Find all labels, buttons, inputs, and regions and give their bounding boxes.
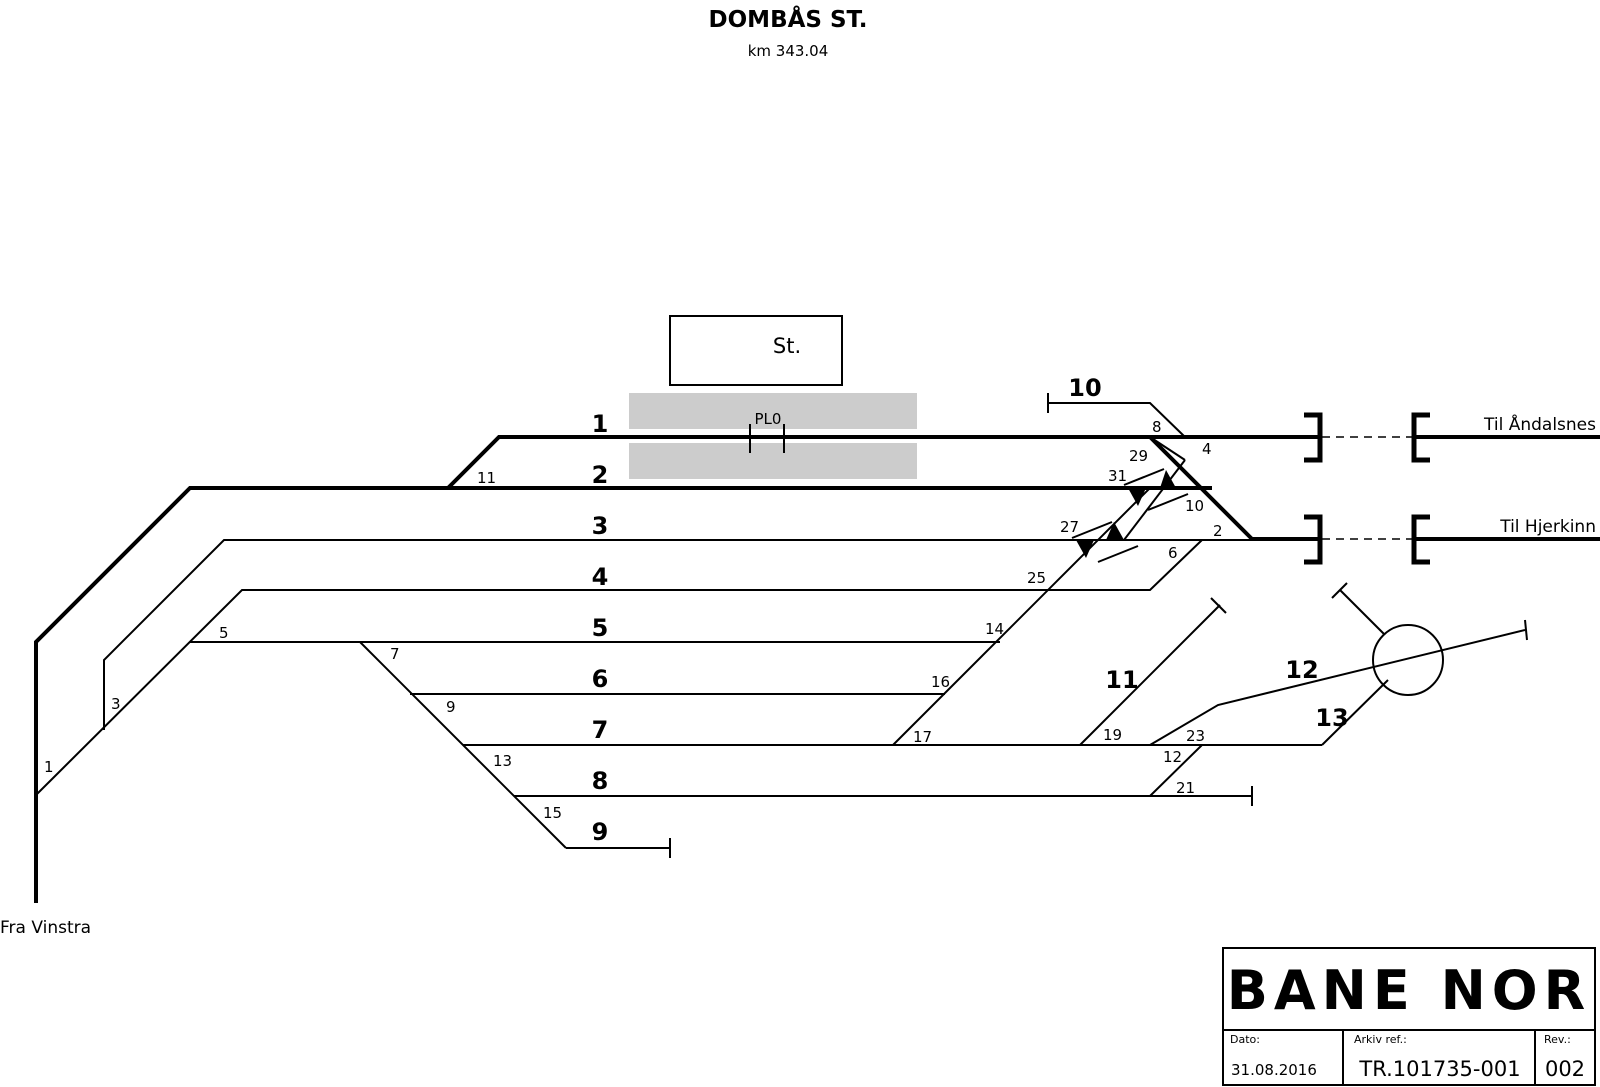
derailer-10-tick xyxy=(1147,493,1189,511)
title-block-frame xyxy=(1222,947,1596,1086)
station-km: km 343.04 xyxy=(748,42,829,60)
company-logo: BANE NOR xyxy=(1227,959,1592,1022)
switch-label-29: 29 xyxy=(1129,447,1148,465)
track-11 xyxy=(1079,604,1221,746)
switch-label-13: 13 xyxy=(493,752,512,770)
crossover-21-23 xyxy=(1149,744,1203,797)
switch-label-14: 14 xyxy=(985,620,1004,638)
track-13 xyxy=(1321,679,1389,746)
track-label-13: 13 xyxy=(1315,704,1348,732)
switch-label-12: 12 xyxy=(1163,748,1182,766)
turntable-stub xyxy=(1339,589,1385,635)
switch-label-8: 8 xyxy=(1152,418,1162,436)
date-label: Dato: xyxy=(1230,1033,1260,1046)
track-label-2: 2 xyxy=(592,461,609,489)
direction-label-hjerkinn: Til Hjerkinn xyxy=(1499,517,1596,537)
crossover-27-29 xyxy=(1123,459,1186,541)
track-label-8: 8 xyxy=(592,767,609,795)
switch-label-1: 1 xyxy=(44,758,54,776)
track-4 xyxy=(35,539,1203,796)
derailer-25-tick xyxy=(1097,545,1139,563)
derailer-31-tick xyxy=(1123,468,1165,486)
switch-label-19: 19 xyxy=(1103,726,1122,744)
derailer-29-right xyxy=(1160,470,1176,488)
section-marker-andalsnes-right xyxy=(1411,412,1430,463)
track-10 xyxy=(1048,402,1186,438)
main-line-track-1 xyxy=(446,435,1320,490)
main-line-track-2 xyxy=(34,486,1212,903)
title-block: BANE NOR Dato: 31.08.2016 Arkiv ref.: TR… xyxy=(1222,947,1596,1086)
switch-label-6: 6 xyxy=(1168,544,1178,562)
section-marker-andalsnes-left xyxy=(1304,412,1323,463)
switch-label-4: 4 xyxy=(1202,440,1212,458)
switch-label-5: 5 xyxy=(219,624,229,642)
station-building-label: St. xyxy=(773,334,801,358)
track-label-5: 5 xyxy=(592,614,609,642)
switch-label-25: 25 xyxy=(1027,569,1046,587)
crossover-17-25 xyxy=(892,487,1151,746)
track-label-6: 6 xyxy=(592,665,609,693)
switch-label-23: 23 xyxy=(1186,727,1205,745)
track-12 xyxy=(1149,629,1526,746)
derailer-27-left xyxy=(1076,540,1094,558)
switch-label-16: 16 xyxy=(931,673,950,691)
track-12-buffer-stop xyxy=(1524,619,1528,641)
archive-value: TR.101735-001 xyxy=(1358,1057,1520,1081)
track-label-11: 11 xyxy=(1105,666,1138,694)
track-3 xyxy=(103,539,1252,730)
turntable xyxy=(1372,624,1444,696)
track-label-10: 10 xyxy=(1068,374,1101,402)
switch-label-2: 2 xyxy=(1213,522,1223,540)
crossover-29-4 xyxy=(1149,436,1186,461)
station-building xyxy=(669,315,843,386)
track-label-7: 7 xyxy=(592,716,609,744)
switch-label-15: 15 xyxy=(543,804,562,822)
station-title: DOMBÅS ST. xyxy=(709,5,868,33)
switch-label-11: 11 xyxy=(477,469,496,487)
ladder-diagonal-7-15 xyxy=(359,641,567,849)
section-marker-hjerkinn-left xyxy=(1304,514,1323,565)
rev-value: 002 xyxy=(1545,1057,1585,1081)
platform-2 xyxy=(629,443,917,479)
track-11-buffer-stop xyxy=(1210,597,1227,614)
derailer-27-tick xyxy=(1071,521,1113,539)
switch-label-7: 7 xyxy=(390,645,400,663)
switch-label-21: 21 xyxy=(1176,779,1195,797)
turntable-stub-buffer-stop xyxy=(1331,582,1348,599)
track-label-1: 1 xyxy=(592,410,609,438)
archive-label: Arkiv ref.: xyxy=(1354,1033,1407,1046)
switch-label-10: 10 xyxy=(1185,497,1204,515)
track-label-12: 12 xyxy=(1285,656,1318,684)
switch-label-3: 3 xyxy=(111,695,121,713)
crossover-track-1-to-3 xyxy=(1148,435,1254,541)
switch-label-27: 27 xyxy=(1060,518,1079,536)
track-label-3: 3 xyxy=(592,512,609,540)
platform-marker-label: PL0 xyxy=(755,410,782,428)
switch-label-17: 17 xyxy=(913,728,932,746)
direction-label-vinstra: Fra Vinstra xyxy=(0,918,91,938)
derailer-25-right xyxy=(1106,522,1124,540)
section-marker-hjerkinn-right xyxy=(1411,514,1430,565)
switch-label-31: 31 xyxy=(1108,467,1127,485)
platform-1 xyxy=(629,393,917,429)
date-value: 31.08.2016 xyxy=(1231,1061,1317,1079)
track-label-4: 4 xyxy=(592,563,609,591)
rev-label: Rev.: xyxy=(1544,1033,1571,1046)
switch-label-9: 9 xyxy=(446,698,456,716)
track-label-9: 9 xyxy=(592,818,609,846)
direction-label-andalsnes: Til Åndalsnes xyxy=(1483,413,1596,435)
derailer-31-left xyxy=(1128,488,1146,506)
